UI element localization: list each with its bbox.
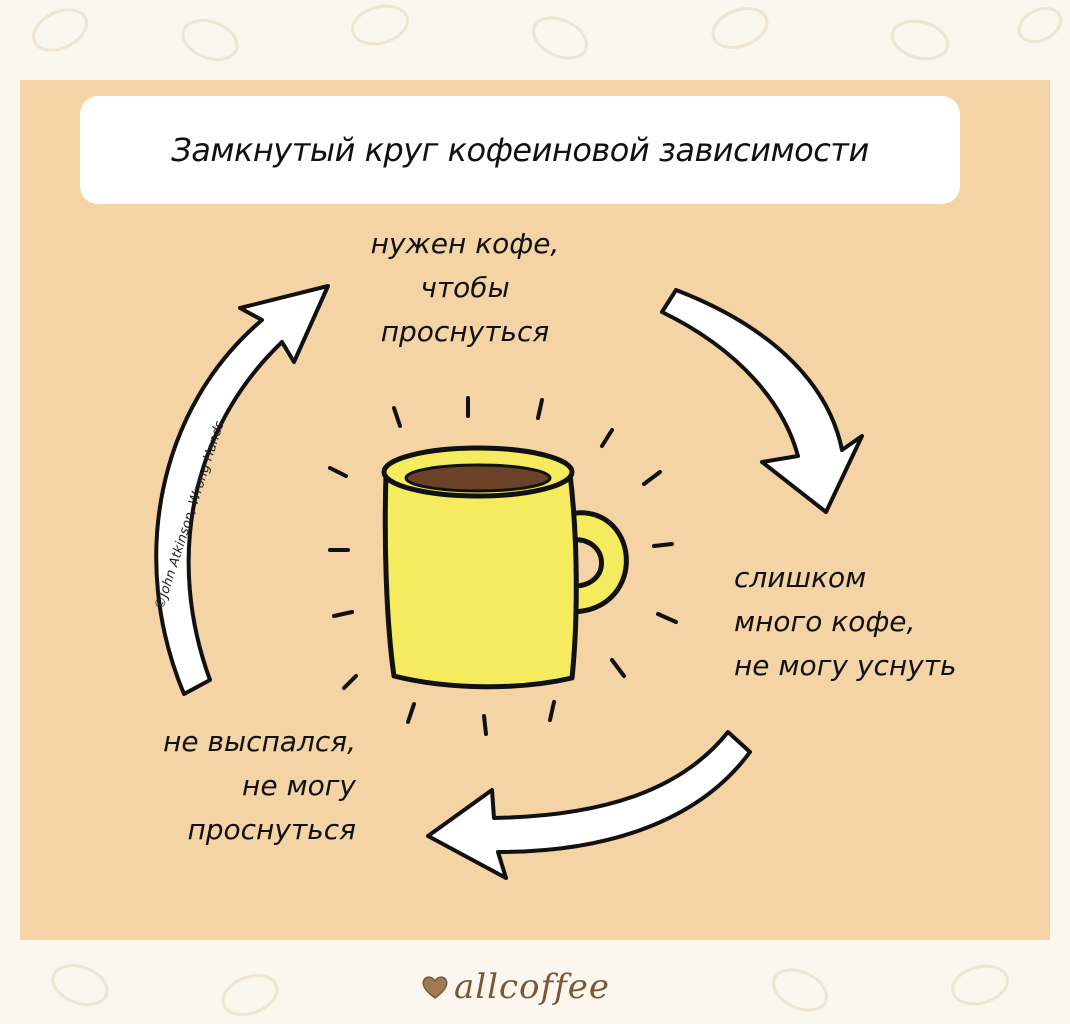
page-title: Замкнутый круг кофеиновой зависимости (171, 131, 869, 169)
brand-logo: allcoffee (454, 967, 610, 1007)
step-line: проснуться (187, 813, 356, 846)
arrow-top-to-right (660, 288, 864, 514)
step-line: слишком (734, 561, 867, 594)
step-need-coffee-to-wake: нужен кофе, чтобы проснуться (330, 222, 600, 354)
step-too-much-coffee: слишком много кофе, не могу уснуть (734, 556, 957, 688)
title-box: Замкнутый круг кофеиновой зависимости (80, 96, 960, 204)
coffee-mug-icon (381, 445, 629, 690)
step-not-rested: не выспался, не могу проснуться (96, 720, 356, 852)
radiating-lines (328, 396, 678, 736)
arrow-left-to-top (154, 284, 330, 696)
step-line: чтобы (420, 271, 510, 304)
arrow-right-to-left (426, 730, 752, 880)
step-line: не могу (242, 769, 356, 802)
step-line: не могу уснуть (734, 649, 957, 682)
step-line: не выспался, (163, 725, 356, 758)
heart-icon (422, 976, 448, 999)
step-line: проснуться (380, 315, 550, 348)
step-line: много кофе, (734, 605, 916, 638)
brand-footer: allcoffee (420, 962, 680, 1012)
step-line: нужен кофе, (370, 227, 560, 260)
